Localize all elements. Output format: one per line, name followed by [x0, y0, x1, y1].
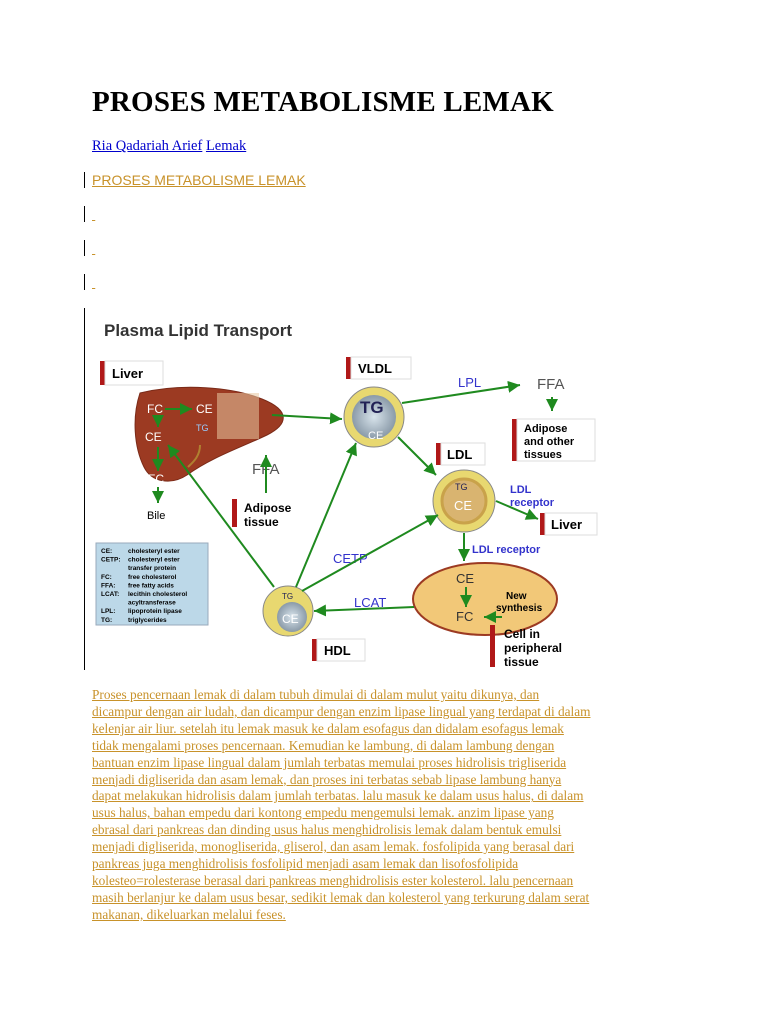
legend-abbr: TG: [101, 617, 112, 624]
author-link[interactable]: Ria Qadariah Arief [92, 138, 203, 154]
body-line[interactable]: masih berlanjur ke dalam usus besar, sed… [92, 889, 590, 905]
lipid-transport-diagram: Plasma Lipid Transport Liver FC CE CE TG… [95, 321, 598, 669]
legend-desc: lecithin cholesterol [128, 591, 187, 598]
body-line[interactable]: makanan, dikeluarkan melalui feses. [92, 906, 286, 922]
category-link[interactable]: Lemak [205, 138, 247, 154]
bile-label: Bile [147, 510, 165, 522]
cetp-label: CETP [333, 551, 368, 566]
empty-link[interactable] [92, 241, 95, 257]
adipose-other-1: Adipose [524, 423, 567, 435]
divider-bar [84, 206, 85, 222]
legend-desc: cholesteryl ester [128, 557, 180, 564]
vldl-tg: TG [360, 398, 384, 417]
body-line[interactable]: dicampur dengan air ludah, dan dicampur … [92, 703, 591, 719]
ldl-receptor-a-1: LDL [510, 484, 532, 496]
cell-peripheral-1: Cell in [504, 627, 540, 641]
divider-bar [84, 240, 85, 256]
legend-desc: lipoprotein lipase [128, 608, 182, 615]
lipid-transport-figure: Plasma Lipid Transport Liver FC CE CE TG… [92, 307, 680, 669]
body-line[interactable]: tidak mengalami proses pencernaan. Kemud… [92, 737, 555, 753]
hdl-ce: CE [282, 612, 299, 626]
byline: Ria Qadariah Arief Lemak [92, 138, 246, 155]
cell-fc: FC [456, 609, 473, 624]
body-line[interactable]: ebrasal dari pankreas dan dinding usus h… [92, 822, 562, 838]
empty-link[interactable] [92, 275, 95, 291]
liver-ce2: CE [145, 430, 162, 444]
liver2-label: Liver [551, 517, 582, 532]
legend-desc: free fatty acids [128, 582, 174, 589]
ffa-top-label: FFA [537, 376, 565, 393]
ldl-ce: CE [454, 498, 472, 513]
legend-abbr: FFA: [101, 582, 115, 589]
new-synthesis-2: synthesis [496, 603, 543, 614]
adipose-other-3: tissues [524, 449, 562, 461]
body-paragraph[interactable]: Proses pencernaan lemak di dalam tubuh d… [92, 687, 682, 924]
body-line[interactable]: kolesteo=rolesterase berasal dari pankre… [92, 872, 574, 888]
cell-peripheral-2: peripheral [504, 641, 562, 655]
legend-abbr: CETP: [101, 557, 121, 564]
ldl-label: LDL [447, 447, 472, 462]
cell-peripheral-3: tissue [504, 655, 539, 669]
adipose-tissue-label-1: Adipose [244, 501, 292, 515]
liver-ce: CE [196, 402, 213, 416]
ldl-receptor-a-2: receptor [510, 497, 555, 509]
hdl-label: HDL [324, 643, 351, 658]
new-synthesis-1: New [506, 591, 527, 602]
legend-box [95, 542, 209, 626]
cell-ce: CE [456, 571, 474, 586]
liver-tg: TG [196, 423, 209, 433]
legend-abbr: FC: [101, 574, 112, 581]
legend-abbr: LCAT: [101, 591, 119, 598]
liver-fc2: FC [148, 472, 164, 486]
adipose-other-2: and other [524, 436, 575, 448]
liver-label: Liver [112, 366, 143, 381]
legend-desc: free cholesterol [128, 574, 177, 581]
body-line[interactable]: dapat melakukan hidrolisis dalam jumlah … [92, 788, 584, 804]
adipose-tissue-label-2: tissue [244, 515, 279, 529]
figure-title: Plasma Lipid Transport [104, 321, 292, 340]
page-title: PROSES METABOLISME LEMAK [92, 86, 554, 118]
body-line[interactable]: pankreas juga menghidrolisis fosfolipid … [92, 856, 519, 872]
legend-abbr: LPL: [101, 608, 115, 615]
legend-desc: transfer protein [128, 565, 176, 572]
body-line[interactable]: menjadi digliserida, monogliserida, glis… [92, 839, 575, 855]
lcat-label: LCAT [354, 595, 386, 610]
body-line[interactable]: Proses pencernaan lemak di dalam tubuh d… [92, 687, 540, 702]
empty-link[interactable] [92, 207, 95, 223]
divider-bar [84, 274, 85, 290]
body-line[interactable]: kelenjar air liur. setelah itu lemak mas… [92, 720, 564, 736]
ldl-receptor-b: LDL receptor [472, 544, 541, 556]
vldl-ce: CE [368, 430, 383, 442]
legend-desc: cholesteryl ester [128, 548, 180, 555]
body-line[interactable]: bantuan enzim lipase lingual dalam jumla… [92, 754, 567, 770]
divider-bar [84, 172, 85, 188]
ldl-tg: TG [455, 482, 468, 492]
figure-bar [84, 308, 85, 670]
vldl-label: VLDL [358, 361, 392, 376]
body-line[interactable]: usus halus, bahan empedu dari kontong em… [92, 805, 554, 821]
liver-highlight [217, 393, 259, 439]
liver-fc: FC [147, 402, 163, 416]
lpl-label: LPL [458, 375, 481, 390]
legend-desc: acyltransferase [128, 600, 176, 607]
hdl-tg: TG [282, 592, 293, 601]
legend-desc: triglycerides [128, 617, 167, 624]
heading-link[interactable]: PROSES METABOLISME LEMAK [92, 172, 306, 188]
legend-abbr: CE: [101, 548, 112, 555]
body-line[interactable]: menjadi digliserida dan asam lemak, dan … [92, 771, 562, 787]
